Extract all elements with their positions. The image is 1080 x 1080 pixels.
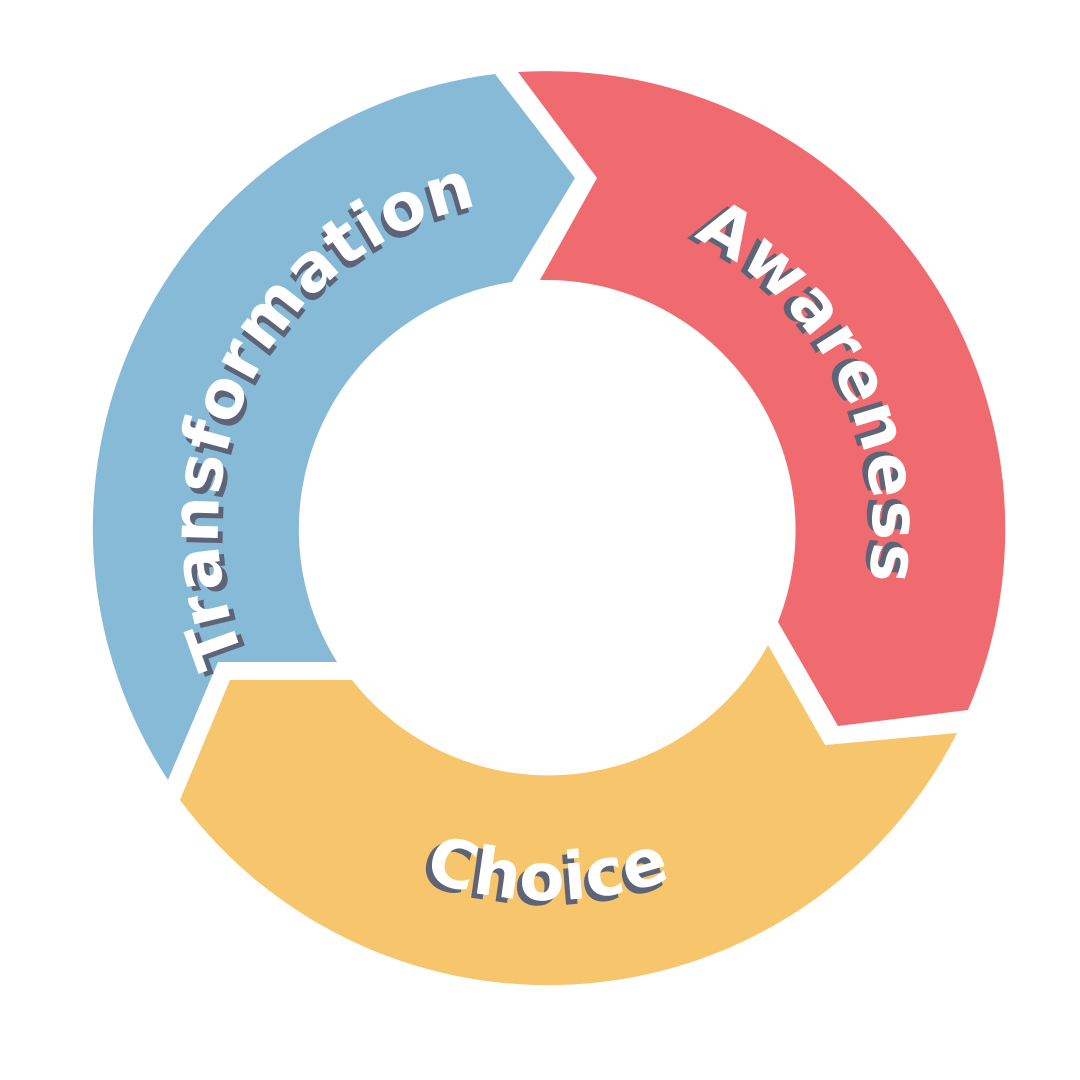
transformation-segment bbox=[92, 74, 575, 780]
awareness-segment bbox=[518, 71, 1006, 727]
choice-segment bbox=[180, 645, 957, 986]
